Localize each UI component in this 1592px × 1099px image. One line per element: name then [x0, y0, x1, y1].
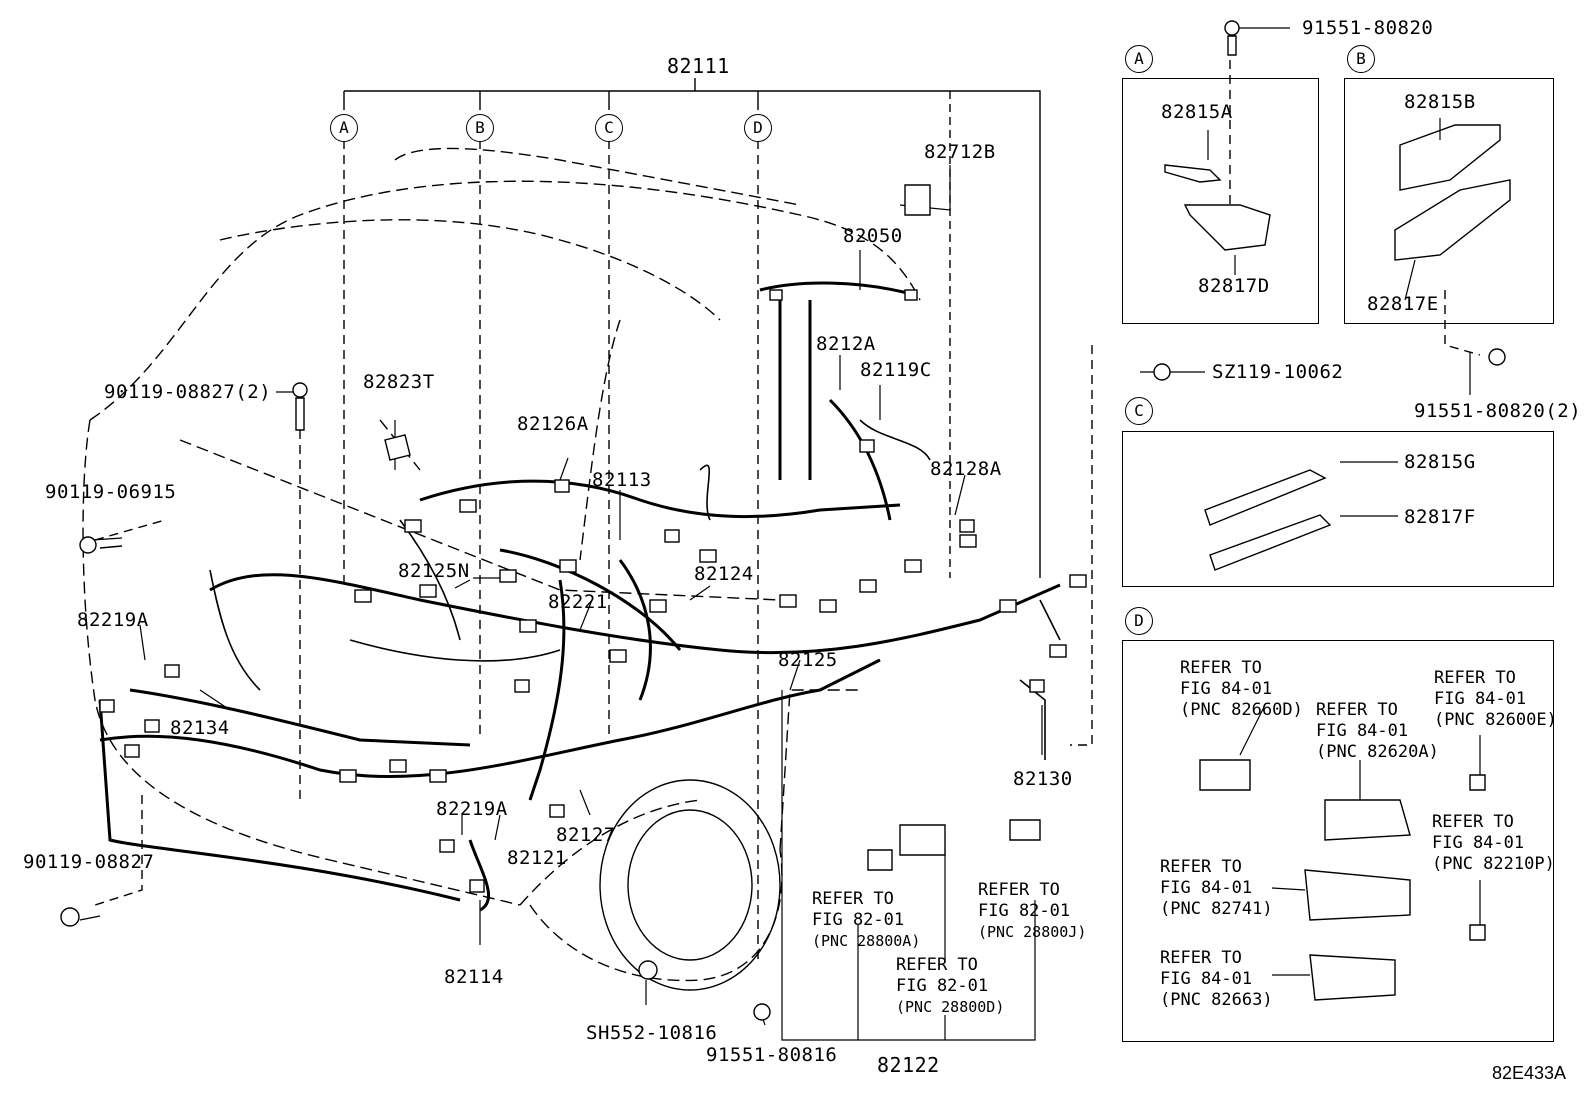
ref-line-1: REFER TO — [1434, 668, 1516, 688]
part-82817E: 82817E — [1367, 293, 1439, 315]
ref-line-2: FIG 82-01 — [896, 976, 989, 996]
callout-c: C — [595, 114, 623, 142]
ref-line-3: (PNC 28800D) — [896, 998, 1005, 1016]
ref-line-2: FIG 84-01 — [1160, 969, 1253, 989]
part-82219A-bottom: 82219A — [436, 798, 508, 820]
ref-line-2: FIG 82-01 — [978, 901, 1071, 921]
part-82122: 82122 — [877, 1053, 940, 1077]
ref-82660D: REFER TO FIG 84-01 (PNC 82660D) — [1180, 658, 1303, 721]
ref-line-2: FIG 84-01 — [1180, 679, 1273, 699]
fastener-SH552-10816: SH552-10816 — [586, 1022, 718, 1044]
callout-b: B — [466, 114, 494, 142]
part-82127: 82127 — [556, 824, 616, 846]
ref-82600E: REFER TO FIG 84-01 (PNC 82600E) — [1434, 668, 1557, 731]
ref-line-1: REFER TO — [812, 889, 894, 909]
ref-line-2: FIG 82-01 — [812, 910, 905, 930]
ref-line-3: (PNC 82663) — [1160, 990, 1273, 1010]
part-82114: 82114 — [444, 966, 504, 988]
inset-box-c — [1122, 431, 1554, 587]
ref-line-1: REFER TO — [1180, 658, 1262, 678]
ref-line-1: REFER TO — [1160, 948, 1242, 968]
part-82815B: 82815B — [1404, 91, 1476, 113]
fastener-90119-06915: 90119-06915 — [45, 481, 177, 503]
ref-line-2: FIG 84-01 — [1432, 833, 1525, 853]
inset-box-d — [1122, 640, 1554, 1042]
fastener-91551-80816: 91551-80816 — [706, 1044, 838, 1066]
part-82134: 82134 — [170, 717, 230, 739]
ref-28800A: REFER TO FIG 82-01 (PNC 28800A) — [812, 889, 920, 952]
inset-callout-b: B — [1347, 45, 1375, 73]
ref-28800D: REFER TO FIG 82-01 (PNC 28800D) — [896, 955, 1004, 1018]
fastener-91551-80820-2: 91551-80820(2) — [1414, 400, 1582, 422]
ref-line-3: (PNC 82660D) — [1180, 700, 1303, 720]
ref-line-3: (PNC 28800J) — [978, 923, 1087, 941]
ref-line-2: FIG 84-01 — [1160, 878, 1253, 898]
part-82113: 82113 — [592, 469, 652, 491]
ref-line-3: (PNC 82210P) — [1432, 854, 1555, 874]
part-82125N: 82125N — [398, 560, 470, 582]
part-82128A: 82128A — [930, 458, 1002, 480]
fastener-90119-08827: 90119-08827 — [23, 851, 155, 873]
part-82111: 82111 — [667, 54, 730, 78]
part-82817F: 82817F — [1404, 506, 1476, 528]
ref-line-3: (PNC 82620A) — [1316, 742, 1439, 762]
fastener-90119-08827-2: 90119-08827(2) — [104, 381, 272, 403]
part-82124: 82124 — [694, 563, 754, 585]
ref-line-2: FIG 84-01 — [1434, 689, 1527, 709]
fastener-SZ119-10062: SZ119-10062 — [1212, 361, 1344, 383]
inset-box-b — [1344, 78, 1554, 324]
ref-line-1: REFER TO — [896, 955, 978, 975]
part-82121: 82121 — [507, 847, 567, 869]
part-82125: 82125 — [778, 649, 838, 671]
part-82823T: 82823T — [363, 371, 435, 393]
part-82130: 82130 — [1013, 768, 1073, 790]
fastener-91551-80820-top: 91551-80820 — [1302, 17, 1434, 39]
ref-line-3: (PNC 82600E) — [1434, 710, 1557, 730]
part-82119C: 82119C — [860, 359, 932, 381]
inset-box-a — [1122, 78, 1319, 324]
ref-82210P: REFER TO FIG 84-01 (PNC 82210P) — [1432, 812, 1555, 875]
part-8212A: 8212A — [816, 333, 876, 355]
inset-callout-a: A — [1125, 45, 1153, 73]
ref-82741: REFER TO FIG 84-01 (PNC 82741) — [1160, 857, 1273, 920]
callout-a: A — [330, 114, 358, 142]
part-82815A: 82815A — [1161, 101, 1233, 123]
ref-line-1: REFER TO — [978, 880, 1060, 900]
part-82219A-top: 82219A — [77, 609, 149, 631]
drawing-id: 82E433A — [1492, 1063, 1567, 1083]
ref-line-1: REFER TO — [1432, 812, 1514, 832]
part-82817D: 82817D — [1198, 275, 1270, 297]
ref-line-3: (PNC 28800A) — [812, 932, 921, 950]
ref-82663: REFER TO FIG 84-01 (PNC 82663) — [1160, 948, 1273, 1011]
part-82126A: 82126A — [517, 413, 589, 435]
ref-line-1: REFER TO — [1160, 857, 1242, 877]
ref-28800J: REFER TO FIG 82-01 (PNC 28800J) — [978, 880, 1086, 943]
inset-callout-c: C — [1125, 397, 1153, 425]
part-82050: 82050 — [843, 225, 903, 247]
part-82221: 82221 — [548, 591, 608, 613]
ref-line-2: FIG 84-01 — [1316, 721, 1409, 741]
inset-callout-d: D — [1125, 607, 1153, 635]
callout-d: D — [744, 114, 772, 142]
ref-line-3: (PNC 82741) — [1160, 899, 1273, 919]
ref-82620A: REFER TO FIG 84-01 (PNC 82620A) — [1316, 700, 1439, 763]
part-82712B: 82712B — [924, 141, 996, 163]
part-82815G: 82815G — [1404, 451, 1476, 473]
ref-line-1: REFER TO — [1316, 700, 1398, 720]
